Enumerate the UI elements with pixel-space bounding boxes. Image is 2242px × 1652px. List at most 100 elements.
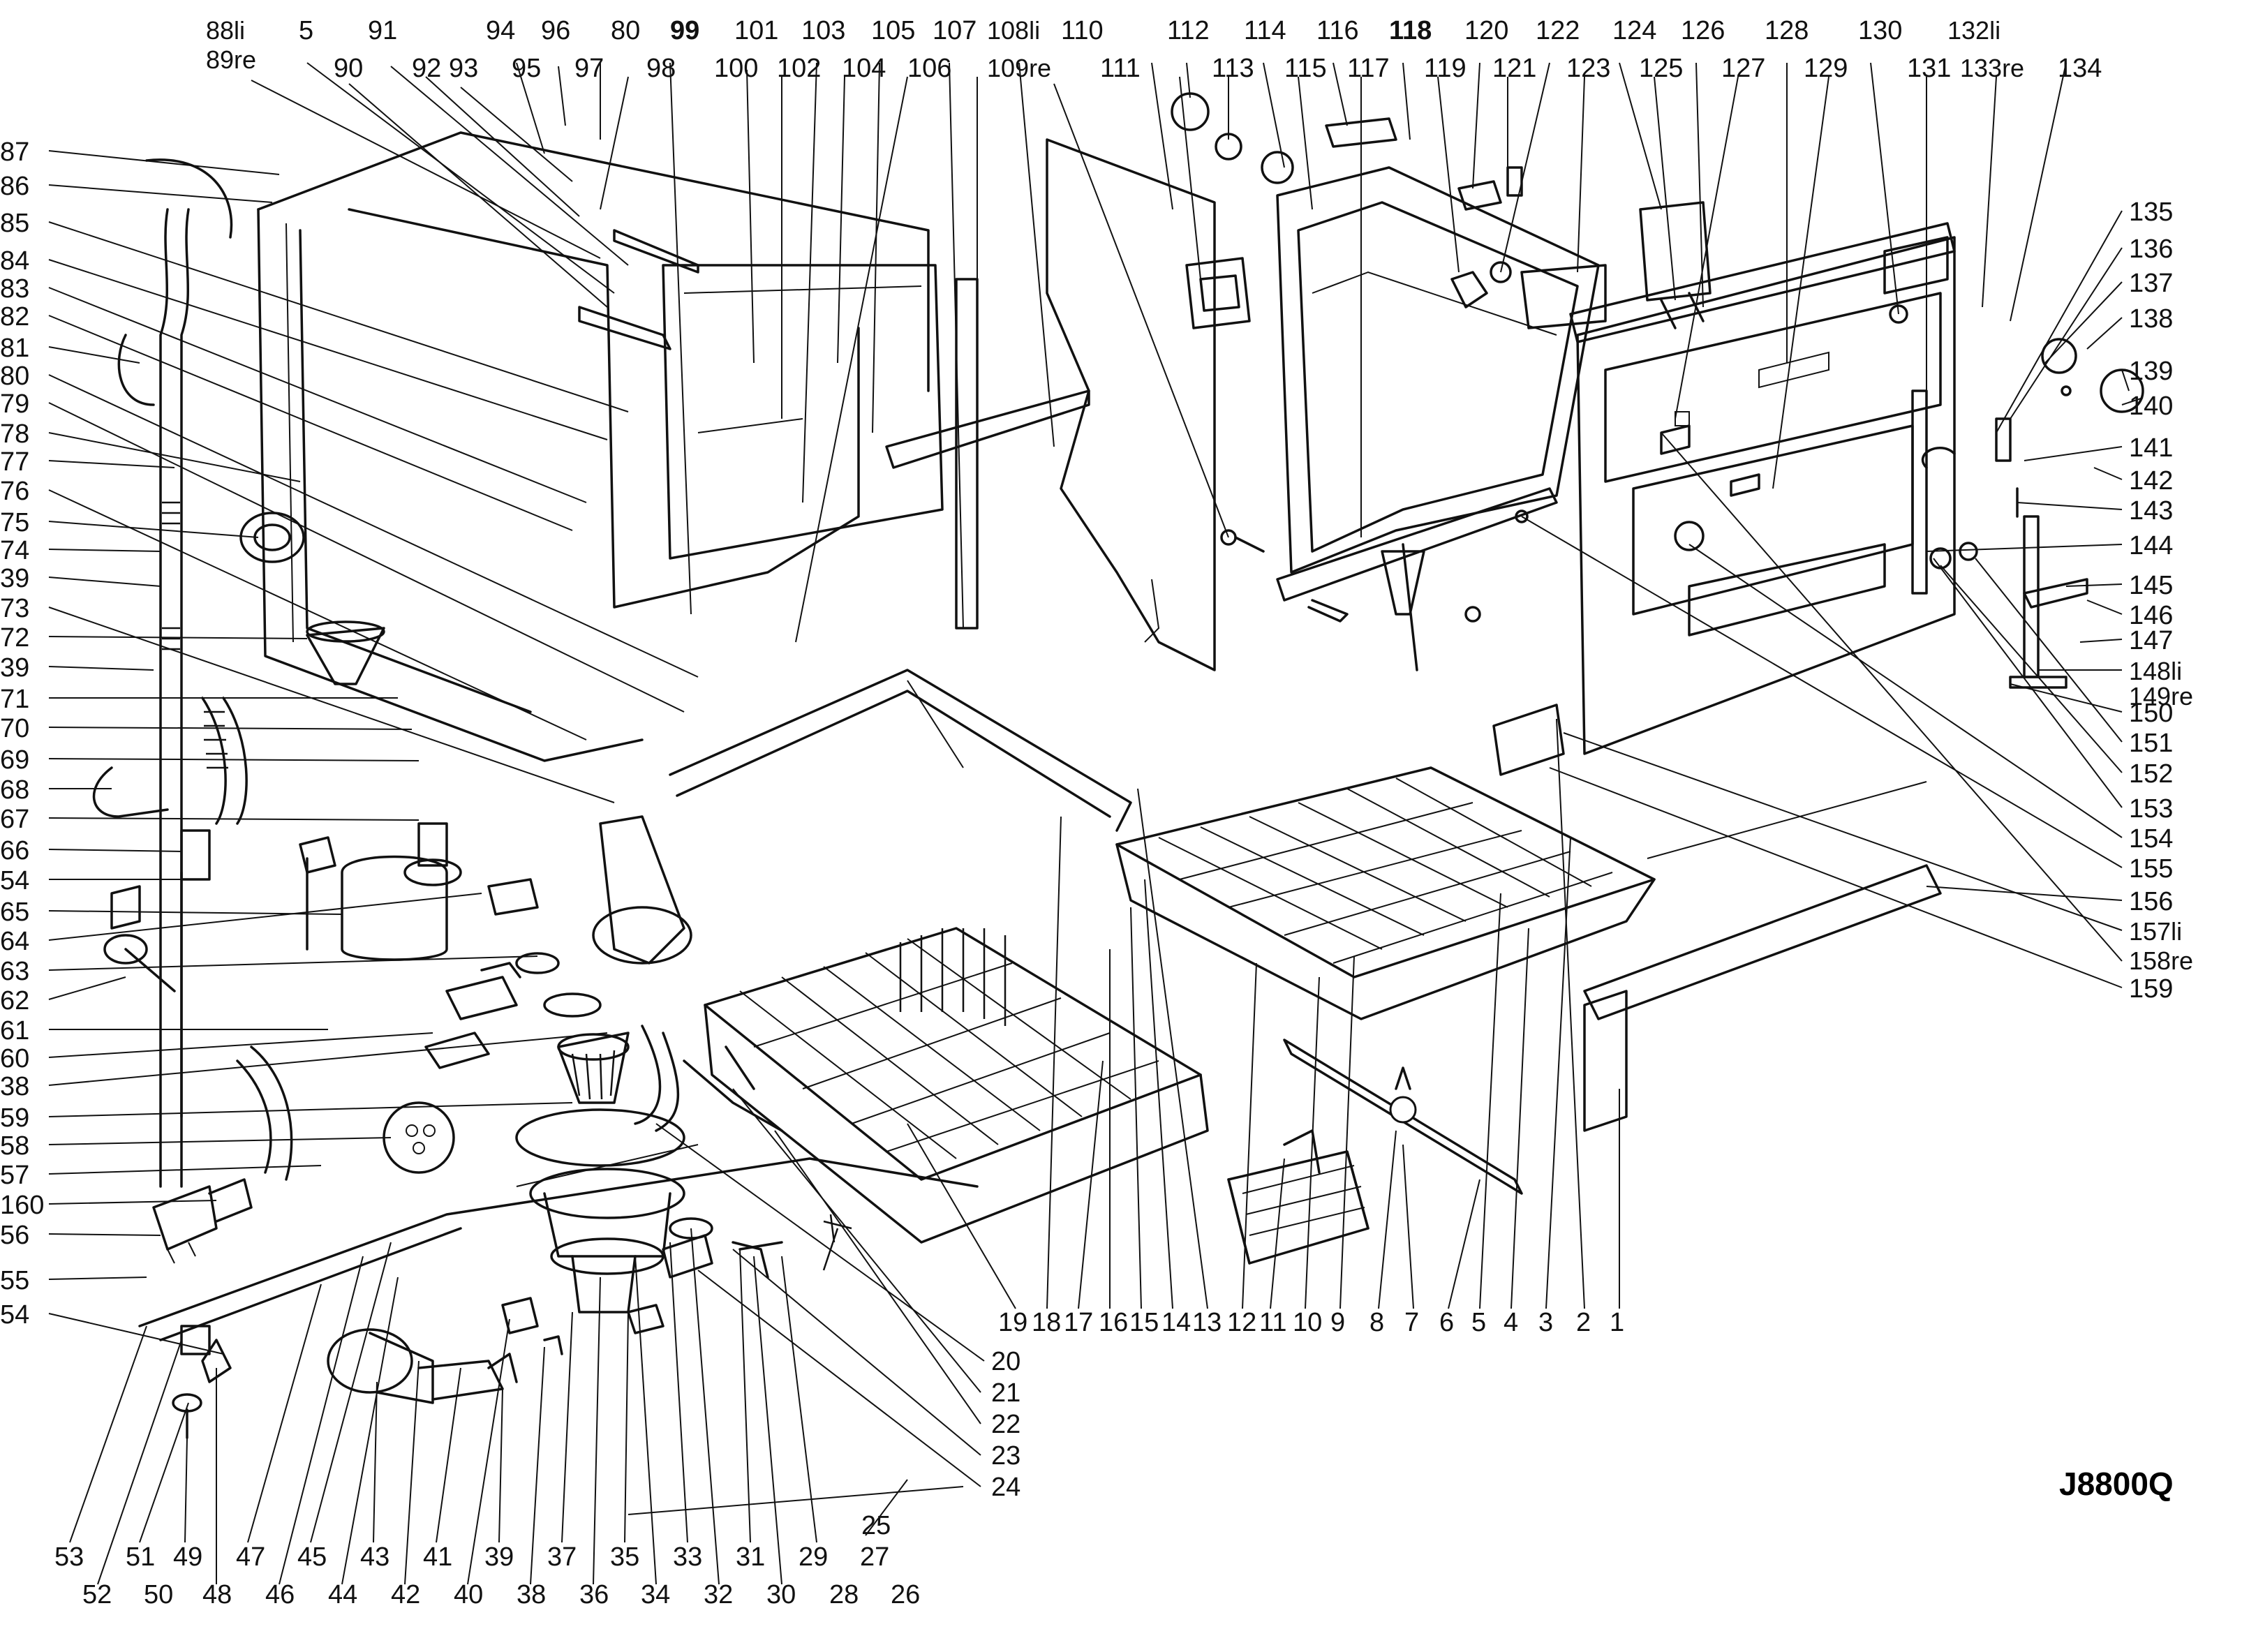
callout-label: 129 xyxy=(1804,54,1848,83)
callout-label: 25 xyxy=(861,1511,891,1540)
callout-label: 124 xyxy=(1612,16,1656,45)
callout-label: 28 xyxy=(829,1580,859,1609)
callout-label: 93 xyxy=(449,54,478,83)
callout-label: 30 xyxy=(766,1580,796,1609)
callout-label: 88li xyxy=(206,16,245,45)
callout-label: 156 xyxy=(2129,887,2173,916)
callout-label: 108li xyxy=(987,16,1040,45)
callout-label: 95 xyxy=(512,54,541,83)
callout-label: 65 xyxy=(0,898,29,927)
pump-motor xyxy=(327,1328,518,1404)
callout-label: 115 xyxy=(1284,54,1327,83)
callout-label: 123 xyxy=(1566,54,1610,83)
callout-label: 71 xyxy=(0,685,29,714)
callout-label: 92 xyxy=(412,54,441,83)
callout-label: 5 xyxy=(1471,1308,1486,1337)
callout-label: 151 xyxy=(2129,729,2173,758)
hoses xyxy=(92,158,293,1188)
callout-label: 27 xyxy=(860,1542,889,1572)
callout-label: 61 xyxy=(0,1016,29,1045)
callout-label: 134 xyxy=(2058,54,2102,83)
callout-label: 59 xyxy=(0,1103,29,1133)
callout-label: 89re xyxy=(206,45,256,74)
callout-label: 54 xyxy=(0,866,29,895)
callout-label: 31 xyxy=(736,1542,765,1572)
callout-label: 58 xyxy=(0,1131,29,1161)
tub-cabinet xyxy=(257,131,979,762)
callout-label: 146 xyxy=(2129,601,2173,630)
callout-label: 32 xyxy=(704,1580,733,1609)
callout-label: 73 xyxy=(0,594,29,623)
callout-label: 74 xyxy=(0,536,29,565)
callout-label: 142 xyxy=(2129,466,2173,496)
callout-label: 7 xyxy=(1404,1308,1419,1337)
callout-label: 100 xyxy=(714,54,758,83)
callout-label: 56 xyxy=(0,1221,29,1250)
callout-label: 87 xyxy=(0,137,29,167)
callout-label: 34 xyxy=(641,1580,670,1609)
callout-label: 143 xyxy=(2129,496,2173,526)
callout-label: 14 xyxy=(1161,1308,1191,1337)
top-fittings xyxy=(1171,92,1908,329)
callout-label: 109re xyxy=(987,54,1051,82)
callout-label: 122 xyxy=(1536,16,1580,45)
callout-label: 127 xyxy=(1721,54,1765,83)
callout-label: 145 xyxy=(2129,571,2173,600)
callout-label: 141 xyxy=(2129,433,2173,463)
callout-label: 80 xyxy=(0,362,29,391)
callout-label: 136 xyxy=(2129,235,2173,264)
callout-label: 107 xyxy=(933,16,977,45)
leader-lines xyxy=(48,62,2144,1585)
callout-label: 39 xyxy=(0,564,29,593)
small-fasteners xyxy=(1220,424,1760,671)
callout-label: 6 xyxy=(1439,1308,1454,1337)
callout-label: 22 xyxy=(991,1410,1020,1439)
upper-spray-arm xyxy=(578,229,699,350)
callout-label: 9 xyxy=(1330,1308,1345,1337)
callout-label: 159 xyxy=(2129,974,2173,1004)
callout-label: 133re xyxy=(1960,54,2024,82)
callout-label: 51 xyxy=(126,1542,155,1572)
bottom-small-parts xyxy=(172,1217,783,1439)
callout-label: 99 xyxy=(670,16,699,45)
callout-label: 94 xyxy=(486,16,515,45)
callout-label: 102 xyxy=(777,54,821,83)
drain-hose xyxy=(634,1025,783,1132)
callout-label: 46 xyxy=(265,1580,295,1609)
callout-label: 144 xyxy=(2129,531,2173,560)
callout-label: 126 xyxy=(1681,16,1725,45)
callout-label: 21 xyxy=(991,1378,1020,1408)
callout-label: 80 xyxy=(611,16,640,45)
callout-label: 103 xyxy=(801,16,845,45)
callout-label: 64 xyxy=(0,927,29,956)
callout-label: 26 xyxy=(891,1580,920,1609)
callout-labels: 88li 89re 5 91 90 92 93 94 95 96 97 80 9… xyxy=(0,16,2193,1609)
callout-label: 15 xyxy=(1129,1308,1159,1337)
callout-label: 67 xyxy=(0,805,29,834)
callout-label: 52 xyxy=(82,1580,112,1609)
callout-label: 60 xyxy=(0,1044,29,1073)
callout-label: 8 xyxy=(1369,1308,1384,1337)
callout-label: 18 xyxy=(1032,1308,1061,1337)
callout-label: 112 xyxy=(1167,16,1210,45)
callout-label: 160 xyxy=(0,1191,44,1220)
callout-label: 36 xyxy=(579,1580,609,1609)
callout-label: 132li xyxy=(1947,16,2000,45)
callout-label: 75 xyxy=(0,508,29,537)
callout-label: 137 xyxy=(2129,269,2173,298)
plinth xyxy=(1492,704,1942,1132)
lower-basket xyxy=(704,927,1209,1244)
callout-label: 43 xyxy=(360,1542,389,1572)
callout-label: 148li xyxy=(2129,657,2182,685)
callout-label: 158re xyxy=(2129,946,2193,975)
callout-label: 152 xyxy=(2129,759,2173,789)
callout-label: 37 xyxy=(547,1542,577,1572)
parts-artwork xyxy=(92,92,2144,1515)
callout-label: 79 xyxy=(0,389,29,419)
callout-label: 5 xyxy=(299,16,313,45)
callout-label: 135 xyxy=(2129,198,2173,227)
callout-label: 86 xyxy=(0,172,29,201)
callout-label: 91 xyxy=(368,16,397,45)
callout-label: 54 xyxy=(0,1300,29,1330)
